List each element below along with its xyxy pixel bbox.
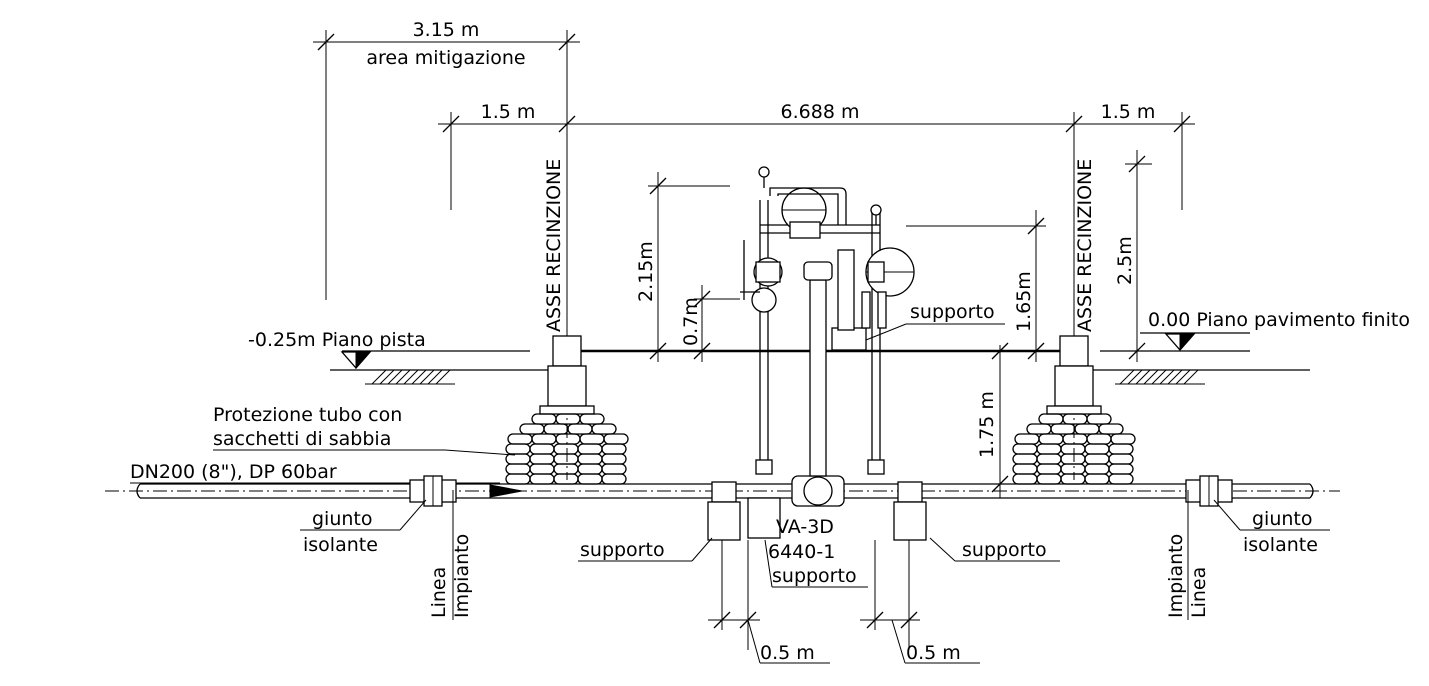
label-support-upper: supporto — [910, 301, 995, 323]
label-joint-left-2: isolante — [303, 534, 378, 556]
label-joint-left-1: giunto — [312, 508, 373, 530]
label-joint-right-2: isolante — [1243, 534, 1318, 556]
label-support-right: supporto — [962, 539, 1047, 561]
label-protection-line2: sacchetti di sabbia — [213, 428, 391, 450]
dim-support-height: 1.65m — [1013, 271, 1035, 332]
left-fence-footing — [539, 335, 595, 415]
dim-mitigation-width: 3.15 m — [413, 19, 480, 41]
label-pipe-spec: DN200 (8"), DP 60bar — [130, 461, 337, 483]
label-plant-right: Impianto — [1165, 534, 1187, 618]
insulating-joint-left — [409, 475, 457, 507]
label-track-level: -0.25m Piano pista — [248, 329, 426, 351]
insulating-joint-right — [1185, 475, 1233, 507]
label-support-center: supporto — [772, 565, 857, 587]
label-line-left: Linea — [428, 567, 450, 618]
dim-span: 6.688 m — [781, 101, 860, 123]
label-mitigation-area: area mitigazione — [366, 47, 525, 69]
dim-right-strip: 1.5 m — [1101, 101, 1156, 123]
label-valve-id-2: 6440-1 — [768, 541, 835, 563]
label-protection-line1: Protezione tubo con — [213, 404, 402, 426]
label-plant-left: Impianto — [451, 534, 473, 618]
dim-left-strip: 1.5 m — [481, 101, 536, 123]
valve-assembly — [740, 166, 915, 507]
label-fence-axis-left: ASSE RECINZIONE — [543, 159, 565, 332]
pipe-support-center — [747, 497, 781, 539]
bottom-dimensions — [708, 540, 980, 664]
dim-left-support-offset: 0.5 m — [760, 642, 815, 664]
top-dimensions — [313, 30, 1195, 330]
label-fence-axis-right: ASSE RECINZIONE — [1074, 159, 1096, 332]
label-support-left: supporto — [580, 539, 665, 561]
right-fence-footing — [1046, 335, 1102, 415]
dim-small-height: 0.7m — [680, 297, 702, 346]
pipe-support-left — [707, 481, 741, 541]
label-line-right: Linea — [1188, 567, 1210, 618]
vertical-dimensions — [648, 150, 1152, 498]
dim-right-support-offset: 0.5 m — [906, 642, 961, 664]
label-valve-id-1: VA-3D — [776, 516, 834, 538]
dim-depth: 1.75 m — [976, 391, 998, 458]
label-floor-level: 0.00 Piano pavimento finito — [1148, 309, 1410, 331]
dim-fence-height: 2.5m — [1114, 236, 1136, 285]
pipe-support-right — [893, 481, 927, 541]
dim-valve-height: 2.15m — [635, 241, 657, 302]
label-joint-right-1: giunto — [1252, 508, 1313, 530]
